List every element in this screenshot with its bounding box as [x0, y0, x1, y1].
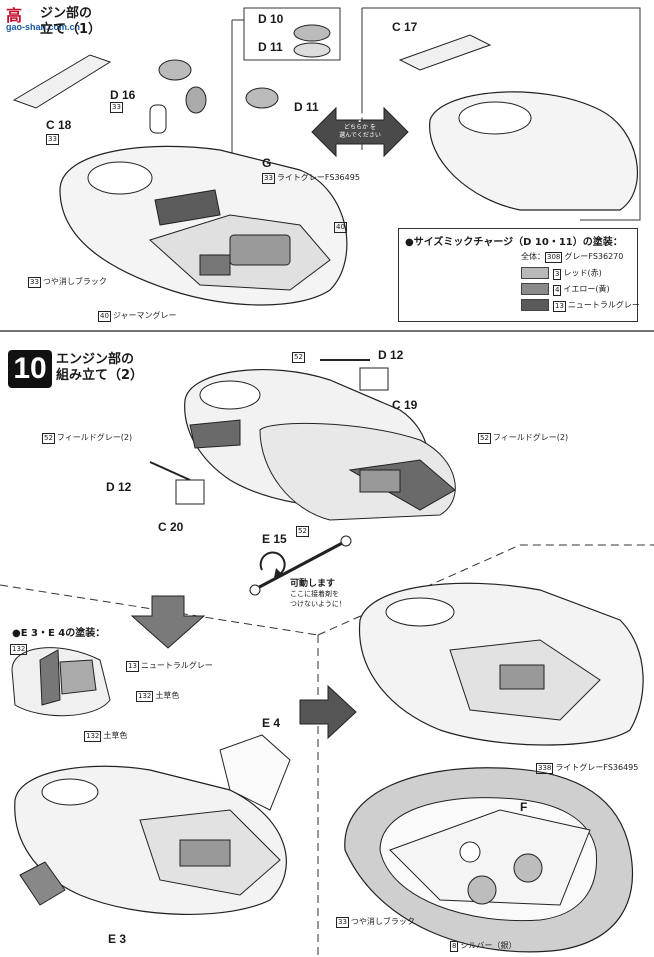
swatch-2 [521, 299, 549, 311]
movable-title: 可動します [290, 579, 336, 589]
step9-title: ジン部の 立て（1） [40, 6, 101, 38]
step10-title-line1: エンジン部の [56, 352, 135, 367]
part-g-label: G [262, 156, 272, 170]
question-line2: 選んでください [339, 132, 381, 139]
part-c19-label: C 19 [392, 398, 418, 412]
part-c20-label: C 20 [158, 520, 184, 534]
callout-code-40: 40 [334, 222, 347, 233]
movable-note: 可動します ここに接着剤を つけないように！ [290, 576, 346, 609]
part-e15-label: E 15 [262, 532, 287, 546]
step10-title-line2: 組み立て（2） [56, 368, 144, 383]
part-e4-label: E 4 [262, 716, 281, 730]
step10-number: 10 [8, 350, 52, 388]
part-d11-label: D 11 [294, 100, 319, 114]
step9-title-line1: ジン部の [40, 6, 93, 21]
question-line1: どちらか を [344, 124, 376, 131]
swatch-0 [521, 267, 549, 279]
e3e4-paint-title: ●E 3・E 4の塗装： [12, 628, 106, 639]
part-d16-label: D 16 [110, 88, 136, 102]
part-d11-top-label: D 11 [258, 40, 283, 54]
e3e4-code-132: 132 [10, 644, 28, 655]
part-c17-label: C 17 [392, 20, 418, 34]
question-mark: ? [356, 110, 364, 125]
part-d12-top-label: D 12 [378, 348, 404, 362]
part-d10-label: D 10 [258, 12, 284, 26]
part-d12-left-label: D 12 [106, 480, 132, 494]
movable-line2: つけないように！ [290, 600, 346, 608]
movable-line1: ここに接着剤を [290, 590, 339, 598]
callout-bottom-52: 52 [296, 526, 309, 537]
paint-panel-title: ●サイズミックチャージ（D 10・11）の塗装： [405, 237, 623, 248]
choose-one-callout: ? どちらか を 選んでください [336, 110, 384, 140]
step9-title-line2: 立て（1） [40, 22, 102, 37]
callout-top-52: 52 [292, 352, 305, 363]
part-c18-label: C 18 [46, 118, 72, 132]
part-c18-code: 33 [46, 134, 59, 145]
watermark-url: gao-shan.com.cn [6, 22, 81, 32]
step10-title: エンジン部の 組み立て（2） [56, 352, 143, 384]
part-d16-code: 33 [110, 102, 123, 113]
watermark-logo: 高 [6, 8, 23, 25]
part-e3-label: E 3 [108, 932, 127, 946]
swatch-1 [521, 283, 549, 295]
part-f-label: F [520, 800, 528, 814]
